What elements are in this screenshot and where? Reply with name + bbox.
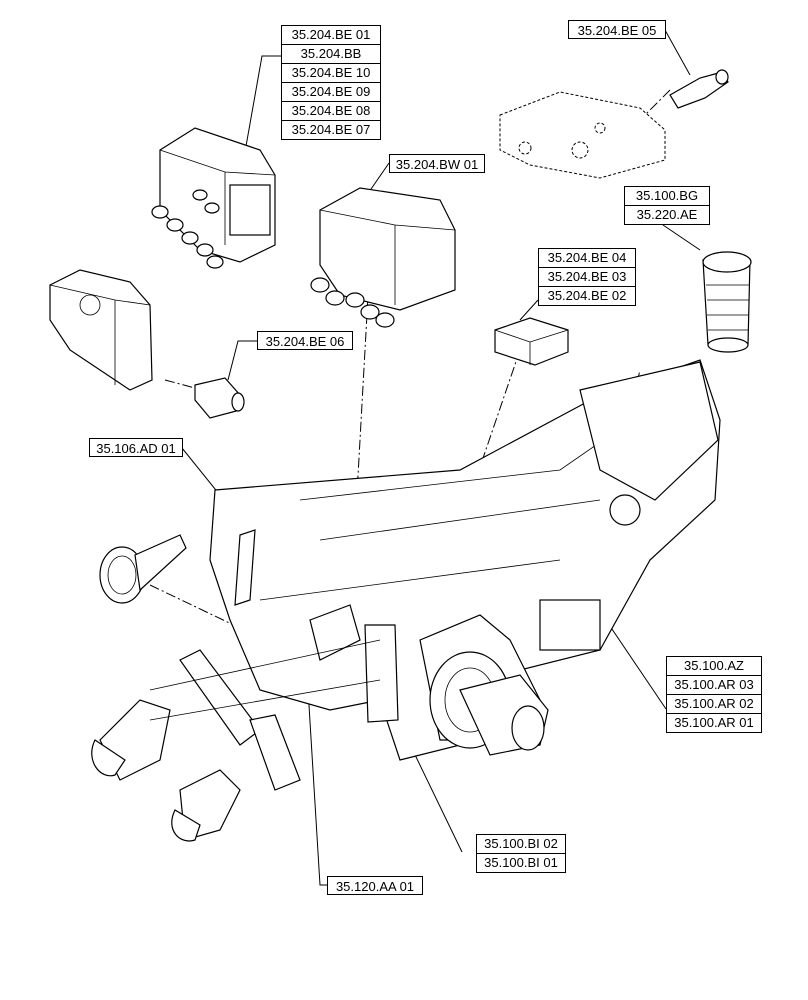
- callout-label[interactable]: 35.100.BI 02: [477, 835, 565, 854]
- callout-label[interactable]: 35.204.BE 01: [282, 26, 380, 45]
- callout-label[interactable]: 35.204.BB: [282, 45, 380, 64]
- solenoid-valve-left: [194, 377, 245, 419]
- callout-group-hitch[interactable]: 35.100.BI 02 35.100.BI 01: [476, 834, 566, 873]
- callout-bw01[interactable]: 35.204.BW 01: [389, 154, 485, 173]
- small-valve-block: [494, 317, 569, 366]
- callout-label[interactable]: 35.204.BE 07: [282, 121, 380, 140]
- callout-label[interactable]: 35.220.AE: [625, 206, 709, 225]
- callout-label[interactable]: 35.204.BE 02: [539, 287, 635, 306]
- callout-ad01[interactable]: 35.106.AD 01: [89, 438, 183, 457]
- callout-label[interactable]: 35.100.BG: [625, 187, 709, 206]
- rear-axle-transmission: [209, 359, 721, 761]
- callout-aa01[interactable]: 35.120.AA 01: [327, 876, 423, 895]
- callout-label[interactable]: 35.100.BI 01: [477, 854, 565, 873]
- valve-body-outline: [499, 91, 666, 179]
- callout-group-axle[interactable]: 35.100.AZ 35.100.AR 03 35.100.AR 02 35.1…: [666, 656, 762, 733]
- callout-label[interactable]: 35.100.AZ: [667, 657, 761, 676]
- callout-be06[interactable]: 35.204.BE 06: [257, 331, 353, 350]
- control-valve-assembly: [151, 127, 276, 269]
- callout-label[interactable]: 35.204.BE 08: [282, 102, 380, 121]
- hydraulic-valve-bank: [310, 187, 456, 328]
- callout-label[interactable]: 35.100.AR 02: [667, 695, 761, 714]
- callout-group-valve-assembly[interactable]: 35.204.BE 01 35.204.BB 35.204.BE 10 35.2…: [281, 25, 381, 140]
- callout-be05[interactable]: 35.204.BE 05: [568, 20, 666, 39]
- callout-label[interactable]: 35.100.AR 01: [667, 714, 761, 733]
- three-point-hitch: [91, 529, 399, 842]
- callout-label[interactable]: 35.204.BE 04: [539, 249, 635, 268]
- callout-label[interactable]: 35.204.BE 10: [282, 64, 380, 83]
- callout-label[interactable]: 35.204.BE 03: [539, 268, 635, 287]
- pto-shaft-gear: [99, 534, 187, 604]
- callout-label[interactable]: 35.100.AR 03: [667, 676, 761, 695]
- callout-label[interactable]: 35.204.BE 09: [282, 83, 380, 102]
- solenoid-valve-top: [669, 69, 729, 109]
- pto-housing: [49, 269, 153, 391]
- callout-group-filter[interactable]: 35.100.BG 35.220.AE: [624, 186, 710, 225]
- filter-cartridge: [702, 251, 752, 353]
- callout-group-small-valve[interactable]: 35.204.BE 04 35.204.BE 03 35.204.BE 02: [538, 248, 636, 306]
- valve-couplers: [151, 189, 224, 269]
